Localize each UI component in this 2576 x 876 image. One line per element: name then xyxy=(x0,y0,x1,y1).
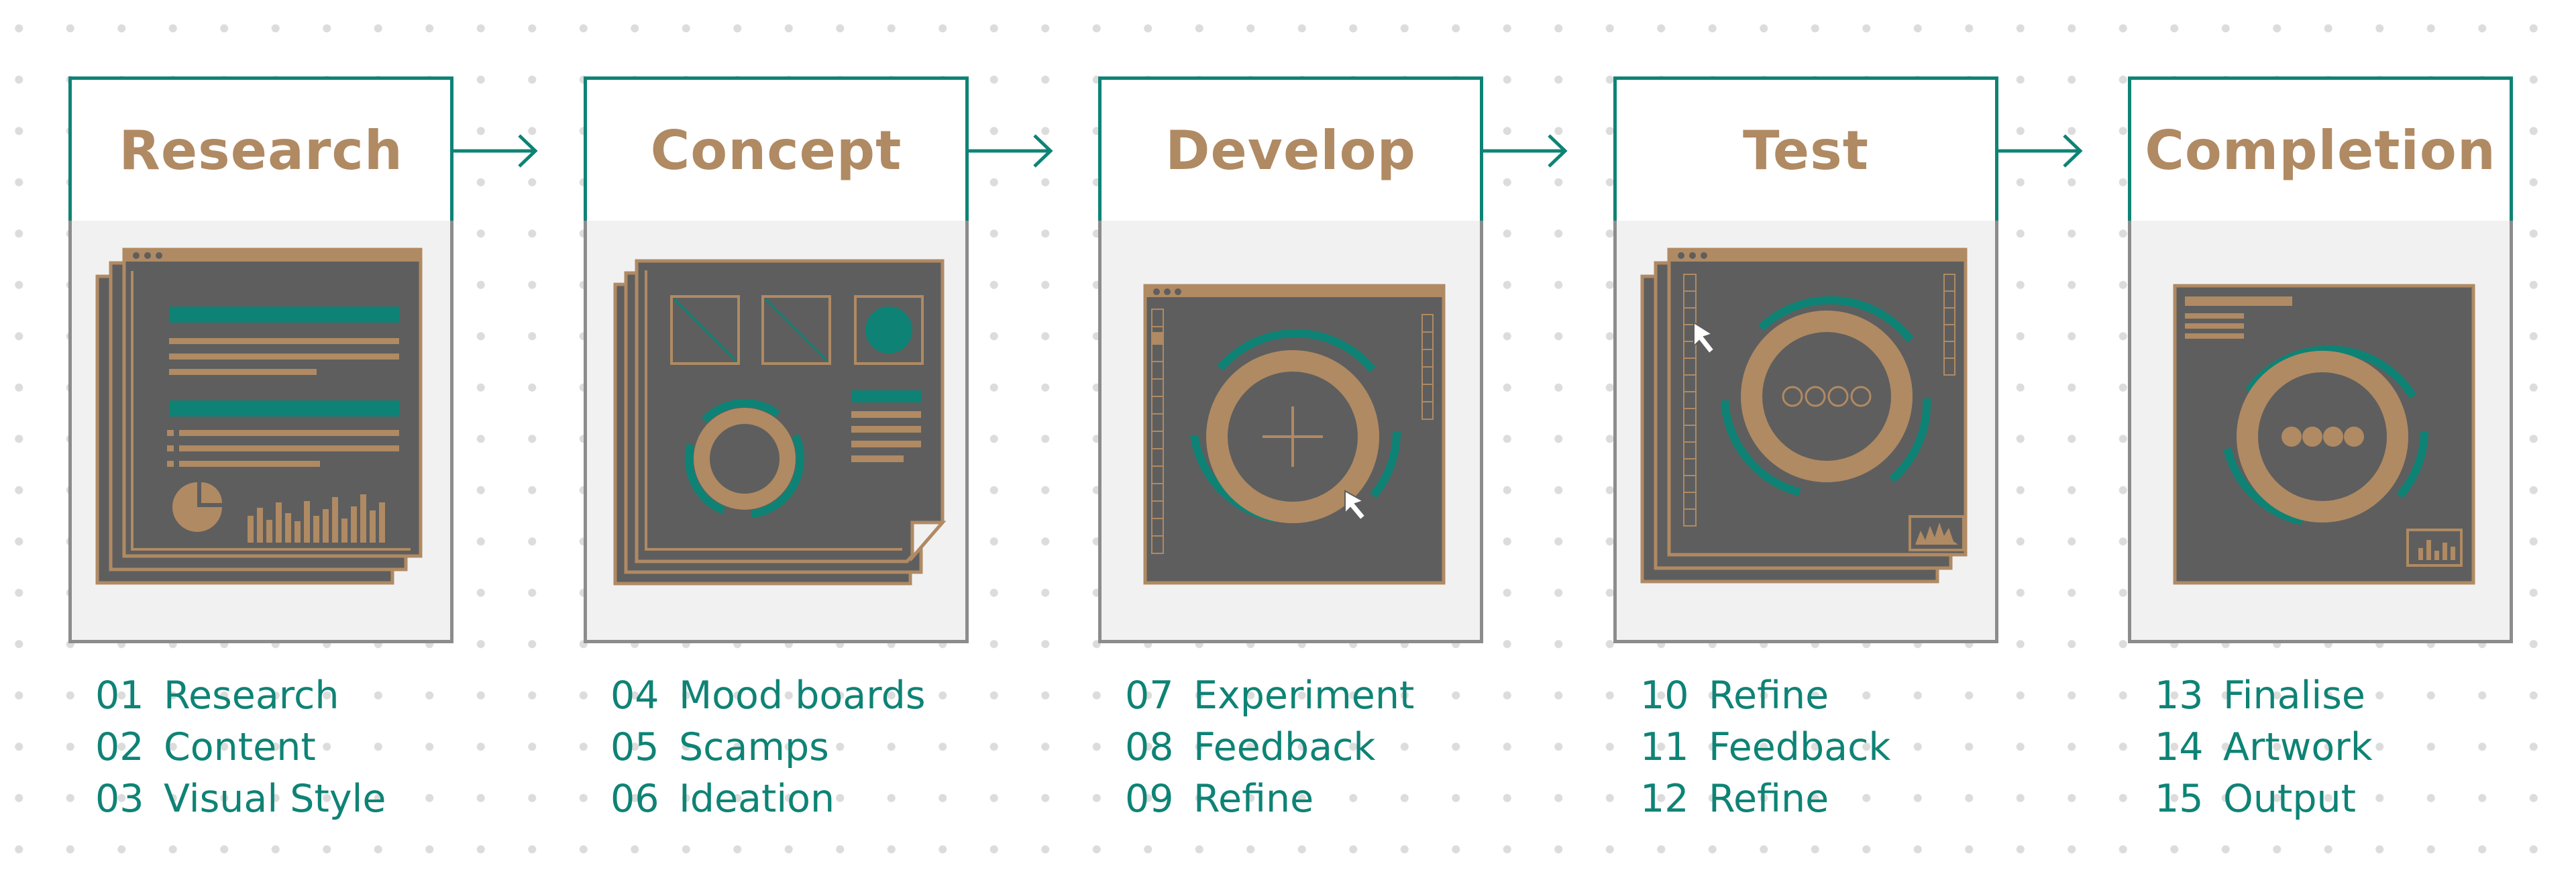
list-item: 06 Ideation xyxy=(610,773,926,825)
step-number: 12 xyxy=(1640,777,1689,821)
step-label: Finalise xyxy=(2223,673,2365,718)
step-label: Scamps xyxy=(679,725,829,769)
step-label: Feedback xyxy=(1193,725,1376,769)
step-label: Artwork xyxy=(2223,725,2373,769)
step-number: 06 xyxy=(610,777,659,821)
list-item: 04 Mood boards xyxy=(610,670,926,722)
step-number: 05 xyxy=(610,725,659,769)
stage-title: Develop xyxy=(1165,119,1416,182)
step-label: Visual Style xyxy=(164,777,386,821)
stage-illustration-panel xyxy=(2128,221,2513,643)
step-number: 08 xyxy=(1125,725,1174,769)
list-item: 13 Finalise xyxy=(2155,670,2373,722)
list-item: 01 Research xyxy=(95,670,386,722)
arrow-right-icon xyxy=(1998,134,2083,168)
test-loading-window-icon xyxy=(1640,248,1968,584)
step-number: 01 xyxy=(95,673,144,718)
develop-crosshair-window-icon xyxy=(1143,284,1446,585)
arrow-right-icon xyxy=(969,134,1053,168)
step-label: Experiment xyxy=(1193,673,1415,718)
step-number: 15 xyxy=(2155,777,2204,821)
list-item: 10 Refine xyxy=(1640,670,1890,722)
list-item: 09 Refine xyxy=(1125,773,1414,825)
step-label: Output xyxy=(2223,777,2356,821)
step-number: 07 xyxy=(1125,673,1174,718)
step-number: 02 xyxy=(95,725,144,769)
steps-list: 04 Mood boards 05 Scamps 06 Ideation xyxy=(610,670,926,825)
stage-illustration-panel xyxy=(584,221,969,643)
step-label: Ideation xyxy=(679,777,835,821)
stage-illustration-panel xyxy=(1613,221,1998,643)
list-item: 12 Refine xyxy=(1640,773,1890,825)
step-label: Refine xyxy=(1709,777,1829,821)
stage-header: Concept xyxy=(584,76,969,224)
stage-title: Test xyxy=(1742,119,1870,182)
step-number: 13 xyxy=(2155,673,2204,718)
steps-list: 01 Research 02 Content 03 Visual Style xyxy=(95,670,386,825)
step-number: 09 xyxy=(1125,777,1174,821)
stage-title: Completion xyxy=(2145,119,2496,182)
stage-header: Completion xyxy=(2128,76,2513,224)
stage-header: Research xyxy=(68,76,453,224)
completion-dots-window-icon xyxy=(2173,284,2475,585)
concept-moodboard-stack-icon xyxy=(613,259,947,586)
arrow-right-icon xyxy=(453,134,538,168)
step-label: Content xyxy=(164,725,316,769)
list-item: 08 Feedback xyxy=(1125,722,1414,773)
arrow-right-icon xyxy=(1483,134,1568,168)
step-number: 11 xyxy=(1640,725,1689,769)
stage-illustration-panel xyxy=(68,221,453,643)
step-label: Refine xyxy=(1193,777,1314,821)
step-label: Mood boards xyxy=(679,673,926,718)
step-number: 04 xyxy=(610,673,659,718)
list-item: 11 Feedback xyxy=(1640,722,1890,773)
steps-list: 07 Experiment 08 Feedback 09 Refine xyxy=(1125,670,1414,825)
steps-list: 13 Finalise 14 Artwork 15 Output xyxy=(2155,670,2373,825)
list-item: 02 Content xyxy=(95,722,386,773)
stage-illustration-panel xyxy=(1098,221,1483,643)
step-label: Feedback xyxy=(1709,725,1891,769)
step-number: 10 xyxy=(1640,673,1689,718)
research-document-stack-icon xyxy=(95,248,423,585)
step-label: Research xyxy=(164,673,339,718)
step-number: 03 xyxy=(95,777,144,821)
stage-title: Concept xyxy=(650,119,902,182)
step-number: 14 xyxy=(2155,725,2204,769)
step-label: Refine xyxy=(1709,673,1829,718)
list-item: 03 Visual Style xyxy=(95,773,386,825)
stage-header: Develop xyxy=(1098,76,1483,224)
stage-header: Test xyxy=(1613,76,1998,224)
list-item: 15 Output xyxy=(2155,773,2373,825)
list-item: 07 Experiment xyxy=(1125,670,1414,722)
list-item: 05 Scamps xyxy=(610,722,926,773)
list-item: 14 Artwork xyxy=(2155,722,2373,773)
stage-title: Research xyxy=(119,119,403,182)
